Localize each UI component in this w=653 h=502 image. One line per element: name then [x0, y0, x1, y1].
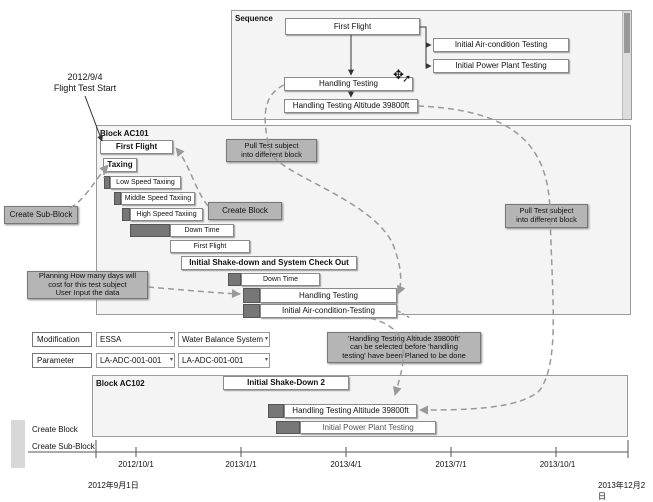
- modification-value: ESSA: [100, 335, 122, 344]
- sequence-title: Sequence: [235, 14, 273, 23]
- pull-callout-2: Pull Test subject into different block: [505, 204, 588, 228]
- low-speed-taxiing[interactable]: Low Speed Taxiing: [110, 176, 181, 189]
- planning-callout: Planning How many days will cost for thi…: [27, 271, 148, 299]
- high-speed-taxiing[interactable]: High Speed Taxiing: [130, 208, 203, 221]
- high-speed-bar: [122, 208, 130, 221]
- start-text: Flight Test Start: [53, 82, 117, 93]
- parameter-label: Parameter: [32, 353, 92, 368]
- middle-speed-taxiing[interactable]: Middle Speed Taxiing: [121, 192, 195, 205]
- chevron-down-icon[interactable]: ▾: [264, 336, 268, 342]
- block-ac101-title: Block AC101: [100, 129, 149, 138]
- tick-label-4: 2013/10/1: [539, 460, 576, 469]
- create-block-callout: Create Block: [208, 202, 282, 220]
- timeline-start: 2012年9月1日: [88, 481, 139, 490]
- parameter-value-2: LA-ADC-001-001: [182, 356, 244, 365]
- timeline-end: 2013年12月2日: [598, 481, 646, 501]
- ac102-handling-bar: [268, 404, 284, 418]
- sequence-scrollbar[interactable]: [622, 11, 631, 119]
- tick-label-0: 2012/10/1: [118, 460, 154, 469]
- ac102-shakedown[interactable]: Initial Shake-Down 2: [223, 376, 349, 390]
- ac101-first-flight-2[interactable]: First Flight: [170, 240, 250, 253]
- create-sub-block-callout: Create Sub-Block: [4, 206, 78, 224]
- pointer-cursor-icon: ➚: [402, 73, 412, 85]
- ac101-first-flight[interactable]: First Flight: [100, 140, 173, 154]
- move-cursor-icon: ✥: [393, 67, 404, 82]
- side-menu-create-block[interactable]: Create Block: [32, 425, 78, 434]
- side-menu: [11, 420, 25, 468]
- chevron-down-icon[interactable]: ▾: [264, 357, 268, 363]
- parameter-select-2[interactable]: LA-ADC-001-001 ▾: [178, 353, 270, 368]
- modification-select[interactable]: ESSA ▾: [96, 332, 175, 347]
- seq-power-plant[interactable]: Initial Power Plant Testing: [433, 59, 569, 73]
- ac102-handling-altitude[interactable]: Handling Testing Altitude 39800ft: [284, 404, 417, 418]
- ac101-air-condition[interactable]: Initial Air-condition-Testing: [260, 304, 397, 318]
- parameter-value: LA-ADC-001-001: [100, 356, 162, 365]
- modification-label: Modification: [32, 332, 92, 347]
- down-time-2[interactable]: Down Time: [241, 273, 320, 286]
- handling-bar: [243, 288, 260, 303]
- ac101-handling[interactable]: Handling Testing: [260, 288, 397, 303]
- seq-handling-altitude[interactable]: Handling Testing Altitude 39800ft: [284, 99, 418, 113]
- tick-label-3: 2013/7/1: [435, 460, 467, 469]
- down-time-1[interactable]: Down Time: [170, 224, 234, 237]
- chevron-down-icon[interactable]: ▾: [169, 336, 173, 342]
- tick-label-2: 2013/4/1: [330, 460, 362, 469]
- seq-air-condition[interactable]: Initial Air-condition Testing: [433, 38, 569, 52]
- ac101-taxing[interactable]: Taxing: [103, 158, 137, 172]
- air-condition-bar: [243, 304, 260, 318]
- tick-label-1: 2013/1/1: [225, 460, 257, 469]
- ac101-shakedown[interactable]: Initial Shake-down and System Check Out: [181, 256, 357, 270]
- parameter-select[interactable]: LA-ADC-001-001 ▾: [96, 353, 175, 368]
- start-note: 2012/9/4 Flight Test Start: [40, 72, 130, 94]
- chevron-down-icon[interactable]: ▾: [169, 357, 173, 363]
- pull-callout-1: Pull Test subject into different block: [226, 139, 317, 162]
- ac102-power-plant[interactable]: Initial Power Plant Testing: [300, 421, 436, 434]
- seq-first-flight[interactable]: First Flight: [285, 18, 420, 35]
- down-time-2-bar: [228, 273, 241, 286]
- start-date: 2012/9/4: [67, 72, 103, 82]
- ac102-power-plant-bar: [276, 421, 300, 434]
- selected-before-callout: 'Handling Testing Altitude 39800ft' can …: [327, 332, 481, 363]
- modification-select-2[interactable]: Water Balance System ▾: [178, 332, 270, 347]
- modification-value-2: Water Balance System: [182, 335, 264, 344]
- block-ac102-title: Block AC102: [96, 379, 145, 388]
- down-time-1-bar: [130, 224, 170, 237]
- sequence-scrollbar-thumb[interactable]: [624, 13, 630, 53]
- middle-speed-bar: [114, 192, 121, 205]
- side-menu-create-sub-block[interactable]: Create Sub-Block: [32, 442, 95, 451]
